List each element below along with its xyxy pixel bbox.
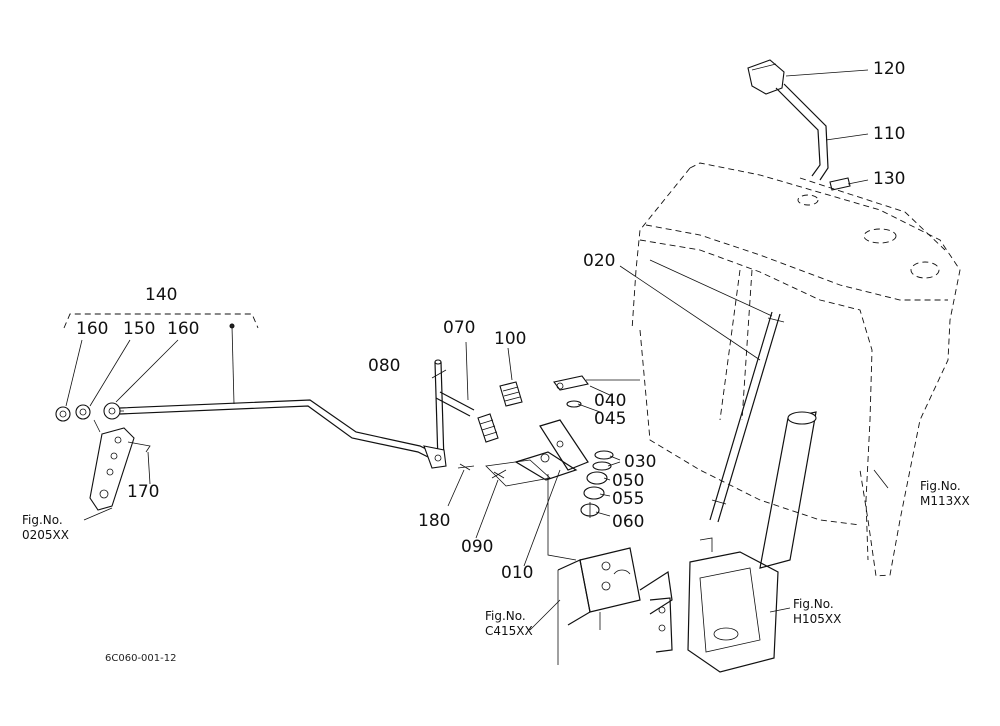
spring-070-part <box>465 341 499 443</box>
callout-045: 045 <box>594 409 627 429</box>
washer-stack <box>580 450 614 518</box>
figref-0205-code: 0205XX <box>22 528 69 542</box>
callout-130: 130 <box>873 169 906 189</box>
mounting-bracket <box>557 547 673 665</box>
callout-060: 060 <box>612 512 645 532</box>
pedestal-column <box>687 411 817 673</box>
callout-160-left: 160 <box>76 319 109 339</box>
bracket-140-group <box>63 313 259 329</box>
callout-110: 110 <box>873 124 906 144</box>
callout-080: 080 <box>368 356 401 376</box>
rod-end-clevis <box>423 445 447 469</box>
callout-100: 100 <box>494 329 527 349</box>
figref-m113-code: M113XX <box>920 494 970 508</box>
pin-130-part <box>829 177 851 191</box>
shift-shaft-part <box>649 259 785 523</box>
arm-link-plate <box>89 419 135 511</box>
pin-180-part <box>457 463 475 471</box>
callout-050: 050 <box>612 471 645 491</box>
figref-m113: Fig.No. M113XX <box>920 479 970 509</box>
figref-h105-title: Fig.No. <box>793 597 834 611</box>
callout-090: 090 <box>461 537 494 557</box>
figref-0205-title: Fig.No. <box>22 513 63 527</box>
link-040-part <box>553 375 640 408</box>
nut-160b-part <box>103 402 121 420</box>
washer-150-part <box>75 404 91 420</box>
figref-c415-code: C415XX <box>485 624 533 638</box>
callout-160-right: 160 <box>167 319 200 339</box>
figref-h105-code: H105XX <box>793 612 842 626</box>
callout-070: 070 <box>443 318 476 338</box>
leader-lines <box>65 69 889 631</box>
selector-plate-part <box>514 419 589 561</box>
callout-120: 120 <box>873 59 906 79</box>
shift-rod-140-part <box>106 323 433 459</box>
figref-m113-title: Fig.No. <box>920 479 961 493</box>
lever-knob-part <box>747 59 785 95</box>
callout-010: 010 <box>501 563 534 583</box>
cover-housing <box>631 162 961 577</box>
callout-055: 055 <box>612 489 645 509</box>
pin-090-part <box>485 459 551 487</box>
callout-150: 150 <box>123 319 156 339</box>
callout-140: 140 <box>145 285 178 305</box>
lever-rod-part <box>775 83 829 181</box>
rod-080-part <box>434 359 475 463</box>
spring-100-part <box>499 381 523 407</box>
callout-180: 180 <box>418 511 451 531</box>
figref-c415: Fig.No. C415XX <box>485 609 533 639</box>
callout-030: 030 <box>624 452 657 472</box>
nut-160a-part <box>55 406 71 422</box>
figref-0205: Fig.No. 0205XX <box>22 513 69 543</box>
callout-040: 040 <box>594 391 627 411</box>
figref-c415-title: Fig.No. <box>485 609 526 623</box>
drawing-code: 6C060-001-12 <box>105 653 177 664</box>
figref-h105: Fig.No. H105XX <box>793 597 841 627</box>
callout-170: 170 <box>127 482 160 502</box>
callout-020: 020 <box>583 251 616 271</box>
pin-170-part <box>127 441 151 453</box>
